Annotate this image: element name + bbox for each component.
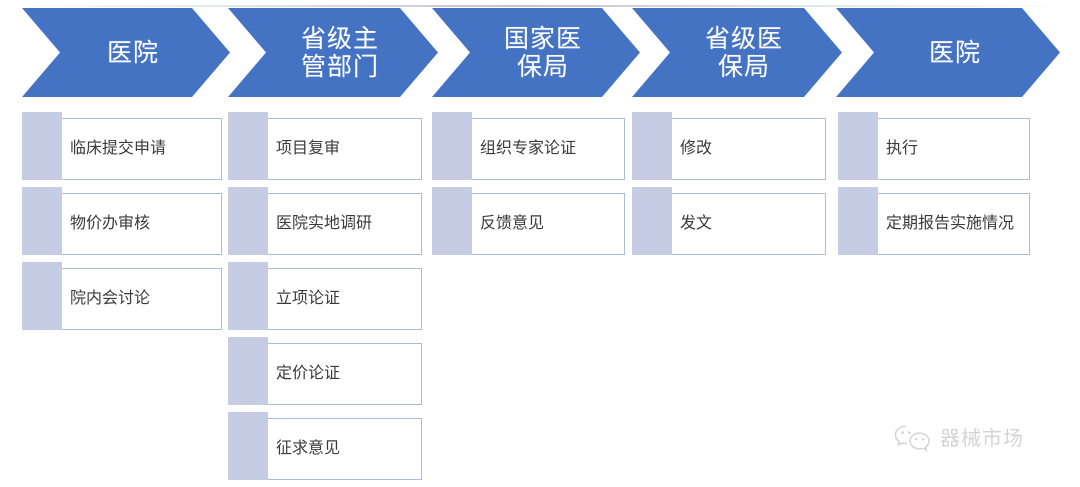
step-item[interactable]: 修改: [632, 112, 826, 180]
step-label: 组织专家论证: [480, 140, 577, 157]
step-label: 发文: [680, 215, 713, 232]
step-accent-block: [432, 112, 472, 180]
step-item[interactable]: 院内会讨论: [22, 262, 222, 330]
step-item[interactable]: 执行: [838, 112, 1030, 180]
step-item[interactable]: 医院实地调研: [228, 187, 422, 255]
step-accent-block: [228, 262, 268, 330]
step-accent-block: [228, 112, 268, 180]
step-label: 修改: [680, 140, 713, 157]
step-item[interactable]: 定价论证: [228, 337, 422, 405]
step-item[interactable]: 定期报告实施情况: [838, 187, 1030, 255]
step-card: [238, 193, 422, 255]
step-card: [238, 118, 422, 180]
step-card: [642, 118, 826, 180]
step-card: [642, 193, 826, 255]
step-card: [442, 118, 625, 180]
step-accent-block: [432, 187, 472, 255]
step-card: [32, 118, 222, 180]
stage-header-band: 医院 省级主 管部门 国家医 保局 省级医 保局 医院: [0, 0, 1080, 104]
stage-chevron-1-label: 医院: [106, 38, 159, 67]
step-accent-block: [838, 187, 878, 255]
step-card: [32, 193, 222, 255]
step-item[interactable]: 组织专家论证: [432, 112, 625, 180]
stage-chevron-4-label: 省级医 保局: [704, 24, 783, 81]
step-label: 物价办审核: [70, 215, 151, 232]
step-item[interactable]: 物价办审核: [22, 187, 222, 255]
step-label: 临床提交申请: [70, 140, 167, 157]
step-card: [238, 343, 422, 405]
stage-chevron-3[interactable]: 国家医 保局: [432, 8, 640, 97]
step-card: [238, 268, 422, 330]
step-item[interactable]: 发文: [632, 187, 826, 255]
step-accent-block: [228, 337, 268, 405]
stage-chevron-2-label: 省级主 管部门: [300, 24, 379, 81]
step-item[interactable]: 临床提交申请: [22, 112, 222, 180]
step-accent-block: [632, 112, 672, 180]
step-label: 院内会讨论: [70, 290, 151, 307]
step-label: 立项论证: [276, 290, 341, 307]
step-accent-block: [228, 412, 268, 480]
step-item[interactable]: 征求意见: [228, 412, 422, 480]
watermark-label: 器械市场: [940, 428, 1024, 450]
watermark: 器械市场: [893, 424, 1024, 454]
stage-chevron-1[interactable]: 医院: [22, 8, 230, 97]
stage-chevron-3-label: 国家医 保局: [503, 24, 582, 81]
step-card: [238, 418, 422, 480]
step-accent-block: [632, 187, 672, 255]
step-item[interactable]: 反馈意见: [432, 187, 625, 255]
step-accent-block: [22, 112, 62, 180]
stage-chevron-5-label: 医院: [928, 38, 981, 67]
step-card: [848, 193, 1030, 255]
step-label: 执行: [886, 140, 919, 157]
step-label: 反馈意见: [480, 215, 545, 232]
step-label: 征求意见: [276, 440, 341, 457]
step-accent-block: [838, 112, 878, 180]
step-item[interactable]: 项目复审: [228, 112, 422, 180]
stage-chevron-2[interactable]: 省级主 管部门: [228, 8, 438, 97]
step-label: 定价论证: [276, 365, 341, 382]
step-accent-block: [228, 187, 268, 255]
step-card: [442, 193, 625, 255]
stage-chevron-5[interactable]: 医院: [836, 8, 1060, 97]
stage-chevron-4[interactable]: 省级医 保局: [632, 8, 842, 97]
step-label: 项目复审: [276, 140, 341, 157]
step-accent-block: [22, 262, 62, 330]
step-accent-block: [22, 187, 62, 255]
wechat-icon: [893, 424, 933, 454]
top-seam-divider: [0, 5, 1080, 7]
step-card: [848, 118, 1030, 180]
step-card: [32, 268, 222, 330]
step-label: 定期报告实施情况: [886, 215, 1015, 232]
step-item[interactable]: 立项论证: [228, 262, 422, 330]
step-label: 医院实地调研: [276, 215, 373, 232]
